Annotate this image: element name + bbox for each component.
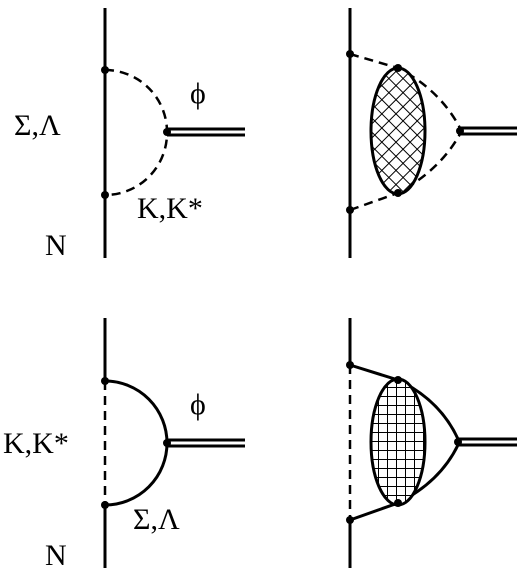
vertex bbox=[456, 127, 464, 135]
hadronic-vertex-blob bbox=[369, 66, 427, 196]
vertex bbox=[346, 50, 354, 58]
meson-label: K,K* bbox=[3, 427, 69, 460]
baryon-label: Σ,Λ bbox=[14, 109, 61, 142]
vertex bbox=[346, 516, 354, 524]
vertex bbox=[163, 128, 171, 136]
nucleon-label: N bbox=[45, 229, 67, 262]
diagram-top-left: Σ,Λ K,K* ϕ N bbox=[14, 8, 245, 262]
vertex bbox=[394, 64, 402, 72]
vertex bbox=[394, 376, 402, 384]
vertex bbox=[394, 189, 402, 197]
vertex bbox=[101, 377, 109, 385]
vertex bbox=[454, 438, 462, 446]
diagram-bottom-left: K,K* Σ,Λ ϕ N bbox=[3, 318, 245, 572]
meson-label: K,K* bbox=[137, 192, 203, 225]
baryon-label: Σ,Λ bbox=[133, 503, 180, 536]
meson-loop bbox=[104, 68, 169, 197]
vertex bbox=[346, 206, 354, 214]
hadronic-vertex-blob bbox=[369, 377, 427, 507]
phi-label: ϕ bbox=[190, 77, 206, 110]
vertex bbox=[101, 501, 109, 509]
vertex bbox=[101, 66, 109, 74]
phi-label: ϕ bbox=[190, 388, 206, 421]
vertex bbox=[101, 191, 109, 199]
vertex bbox=[394, 499, 402, 507]
vertex bbox=[163, 439, 171, 447]
diagram-top-right bbox=[346, 8, 517, 258]
vertex bbox=[346, 361, 354, 369]
diagram-bottom-right bbox=[346, 318, 517, 568]
nucleon-label: N bbox=[45, 539, 67, 572]
baryon-loop bbox=[104, 379, 169, 507]
